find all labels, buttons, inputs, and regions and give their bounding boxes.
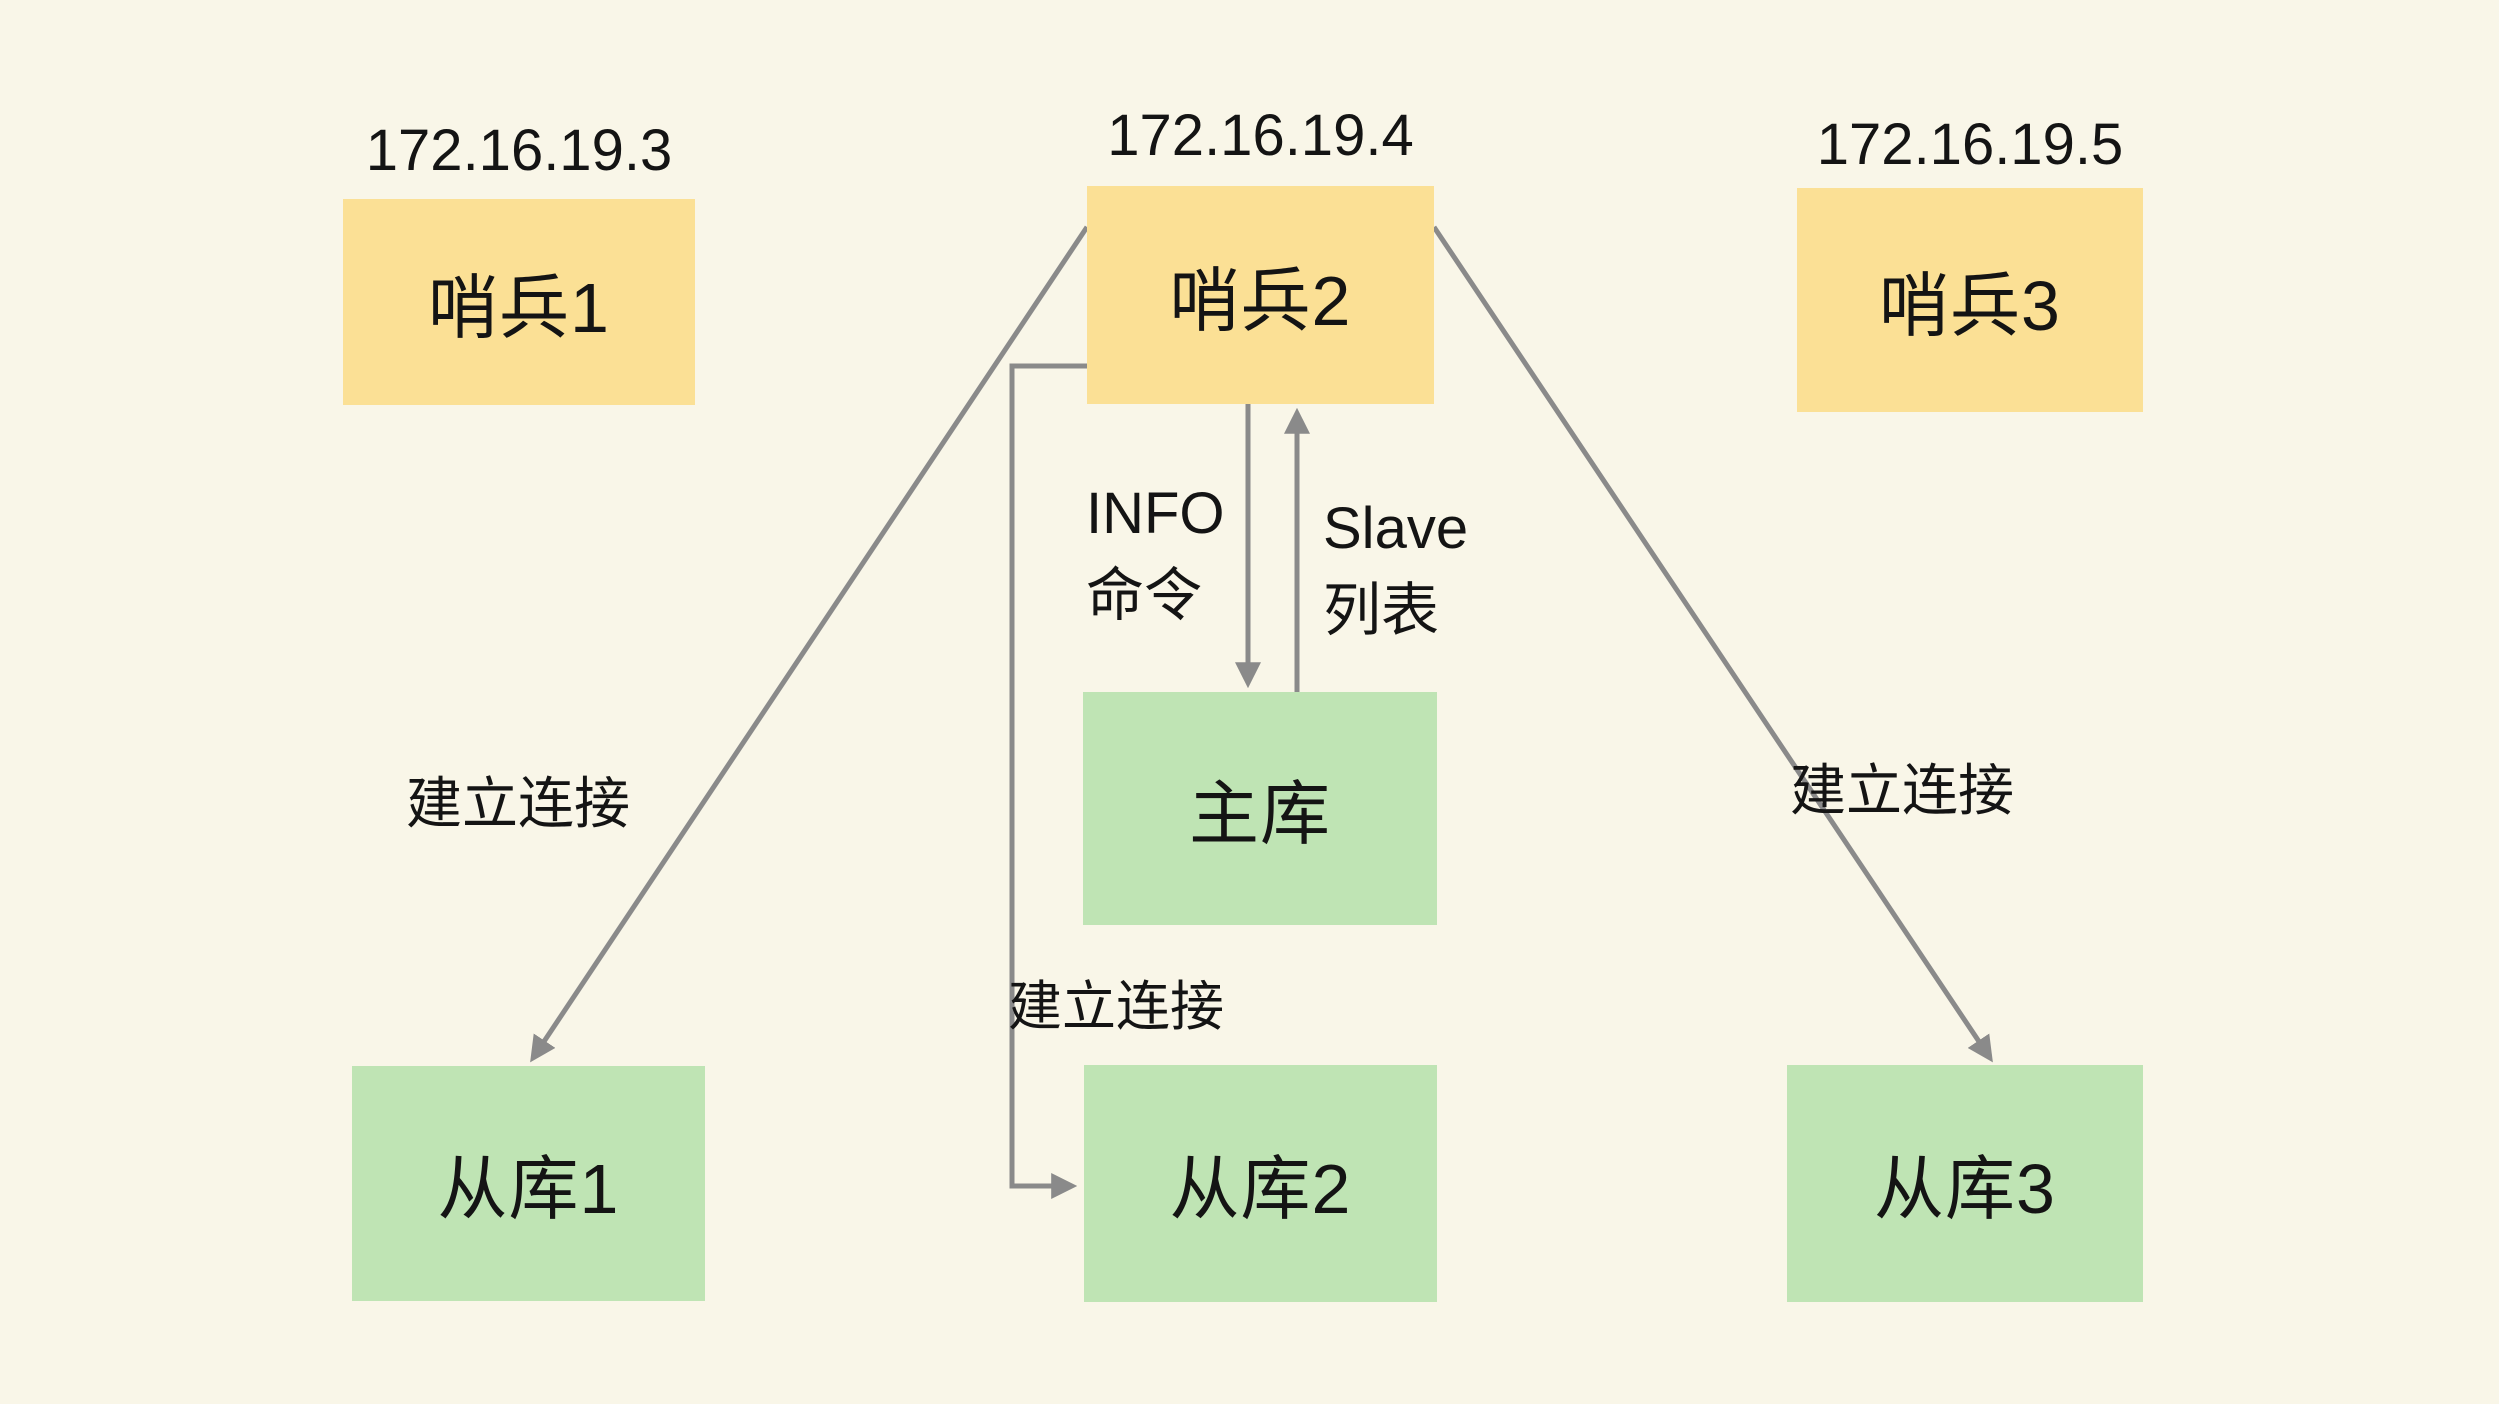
node-sentinel-2: 哨兵2 <box>1087 186 1434 404</box>
connect-left-label: 建立连接 <box>406 772 630 835</box>
info-command-label-line2: 命令 <box>1086 563 1203 628</box>
connect-middle-label: 建立连接 <box>1008 977 1224 1037</box>
node-sentinel-1: 哨兵1 <box>343 199 695 405</box>
sentinel3-ip: 172.16.19.5 <box>1816 112 2124 177</box>
info-command-label: INFO 命令 <box>1086 473 1225 637</box>
node-sentinel-3: 哨兵3 <box>1797 188 2143 412</box>
edge-sentinel2-to-replica2 <box>1009 363 1087 1199</box>
node-replica-1-label: 从库1 <box>437 1150 620 1228</box>
connect-right-label: 建立连接 <box>1790 759 2014 822</box>
info-command-label-line1: INFO <box>1086 481 1225 546</box>
slave-list-label-line1: Slave <box>1323 496 1469 561</box>
node-sentinel-3-label: 哨兵3 <box>1879 266 2061 345</box>
node-master-label: 主库 <box>1189 775 1331 853</box>
node-replica-2: 从库2 <box>1084 1065 1437 1302</box>
slave-list-label: Slave 列表 <box>1323 488 1468 652</box>
edge-sentinel2-to-replica1 <box>530 225 1090 1063</box>
node-sentinel-1-label: 哨兵1 <box>428 268 610 347</box>
sentinel2-ip: 172.16.19.4 <box>1107 103 1414 168</box>
sentinel1-ip: 172.16.19.3 <box>365 118 673 183</box>
node-replica-3-label: 从库3 <box>1874 1150 2056 1228</box>
edge-sentinel2-to-replica3 <box>1431 225 1993 1063</box>
node-master: 主库 <box>1083 692 1437 925</box>
node-sentinel-2-label: 哨兵2 <box>1169 261 1352 340</box>
node-replica-2-label: 从库2 <box>1169 1150 1352 1228</box>
node-replica-1: 从库1 <box>352 1066 705 1301</box>
slave-list-label-line2: 列表 <box>1323 578 1440 643</box>
node-replica-3: 从库3 <box>1787 1065 2143 1302</box>
